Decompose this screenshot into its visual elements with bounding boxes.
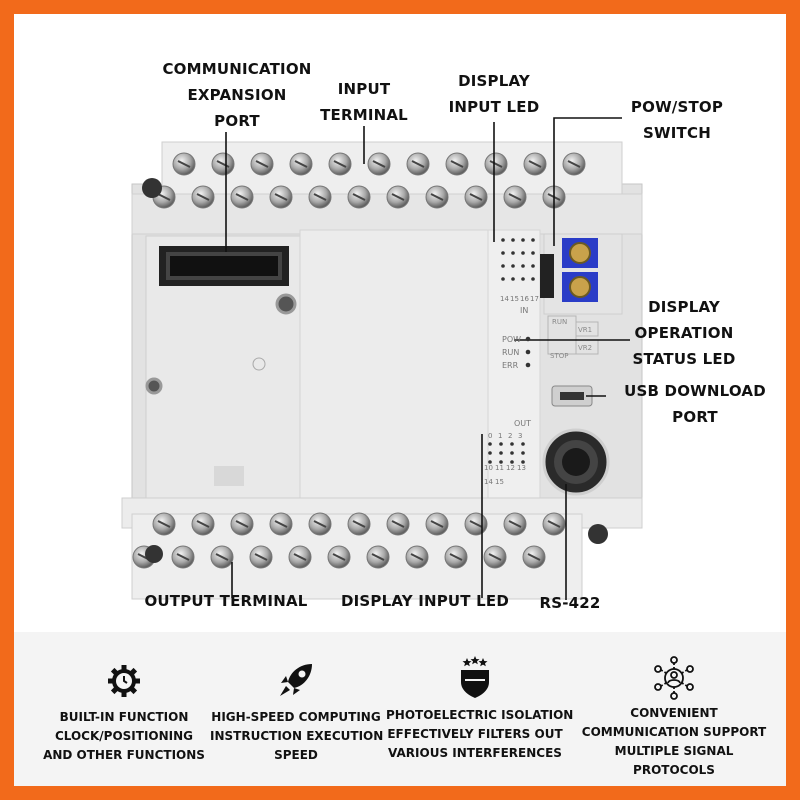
feature-1-line-1: BUILT-IN FUNCTION (59, 710, 189, 724)
led-dot (511, 264, 515, 268)
out-number-3: 3 (518, 432, 522, 440)
led-dot (521, 451, 525, 455)
led-dot (501, 264, 505, 268)
led-dot (499, 460, 503, 464)
label-rs422: RS-422 (539, 594, 601, 612)
out-number-14: 14 (484, 478, 493, 486)
out-number-15: 15 (495, 478, 504, 486)
led-dot (488, 442, 492, 446)
led-dot (521, 460, 525, 464)
led-dot (521, 264, 525, 268)
out-number-2: 2 (508, 432, 512, 440)
out-number-1: 1 (498, 432, 502, 440)
feature-3-line-2: EFFECTIVELY FILTERS OUT (387, 727, 563, 741)
in-number-16: 16 (520, 295, 529, 303)
led-dot (521, 251, 525, 255)
vr1-label: VR1 (578, 326, 592, 334)
led-dot (488, 451, 492, 455)
in-number-17: 17 (530, 295, 539, 303)
led-dot (531, 264, 535, 268)
led-dot (501, 238, 505, 242)
feature-communication: CONVENIENT COMMUNICATION SUPPORT MULTIPL… (578, 656, 770, 780)
in-number-15: 15 (510, 295, 519, 303)
feature-2-line-2: INSTRUCTION EXECUTION (210, 729, 384, 743)
label-output-terminal: OUTPUT TERMINAL (144, 592, 308, 610)
led-dot (499, 451, 503, 455)
feature-1-line-3: AND OTHER FUNCTIONS (43, 748, 205, 762)
in-label: IN (520, 306, 528, 315)
feature-2-line-3: SPEED (274, 748, 318, 762)
vr2-label: VR2 (578, 344, 592, 352)
led-dot (521, 442, 525, 446)
feature-4-line-4: PROTOCOLS (633, 763, 715, 777)
feature-strip: BUILT-IN FUNCTION CLOCK/POSITIONING AND … (14, 632, 786, 786)
feature-photoelectric-isolation: PHOTOELECTRIC ISOLATION EFFECTIVELY FILT… (386, 656, 574, 763)
feature-4-line-3: MULTIPLE SIGNAL (614, 744, 734, 758)
product-panel: 14 15 16 17 IN POW RUN ERR RUN STOP VR1 … (14, 14, 786, 786)
led-dot (511, 238, 515, 242)
led-dot (488, 460, 492, 464)
feature-high-speed: HIGH-SPEED COMPUTING INSTRUCTION EXECUTI… (210, 660, 384, 765)
feature-3-line-1: PHOTOELECTRIC ISOLATION (386, 708, 574, 722)
out-number-0: 0 (488, 432, 492, 440)
feature-3-line-3: VARIOUS INTERFERENCES (388, 746, 562, 760)
pow-label: POW (502, 335, 521, 344)
feature-2-line-1: HIGH-SPEED COMPUTING (211, 710, 381, 724)
run-led-label: RUN (502, 348, 519, 357)
led-dot (521, 277, 525, 281)
network-user-icon (654, 656, 694, 700)
feature-builtin-function: BUILT-IN FUNCTION CLOCK/POSITIONING AND … (38, 664, 210, 765)
shield-stars-icon (461, 656, 489, 698)
feature-1-line-2: CLOCK/POSITIONING (54, 729, 194, 743)
led-dot (511, 277, 515, 281)
led-dot (521, 238, 525, 242)
led-dot (510, 442, 514, 446)
rocket-icon (280, 664, 312, 696)
led-dot (510, 460, 514, 464)
led-dot (531, 277, 535, 281)
label-display-input-led-bottom: DISPLAY INPUT LED (340, 592, 510, 610)
led-dot (510, 451, 514, 455)
feature-4-line-1: CONVENIENT (630, 706, 718, 720)
led-dot (531, 238, 535, 242)
out-number-13: 13 (517, 464, 526, 472)
led-dot (511, 251, 515, 255)
out-number-12: 12 (506, 464, 515, 472)
led-dot (499, 442, 503, 446)
led-dot (501, 251, 505, 255)
err-label: ERR (502, 361, 519, 370)
in-number-14: 14 (500, 295, 509, 303)
stop-switch-label: STOP (550, 352, 568, 360)
led-dot (501, 277, 505, 281)
run-switch-label: RUN (552, 318, 567, 326)
feature-4-line-2: COMMUNICATION SUPPORT (581, 725, 767, 739)
out-number-10: 10 (484, 464, 493, 472)
plc-device-illustration: 14 15 16 17 IN POW RUN ERR RUN STOP VR1 … (121, 117, 643, 600)
led-dot (531, 251, 535, 255)
gear-clock-icon (108, 665, 140, 697)
out-number-11: 11 (495, 464, 504, 472)
out-label: OUT (514, 419, 531, 428)
